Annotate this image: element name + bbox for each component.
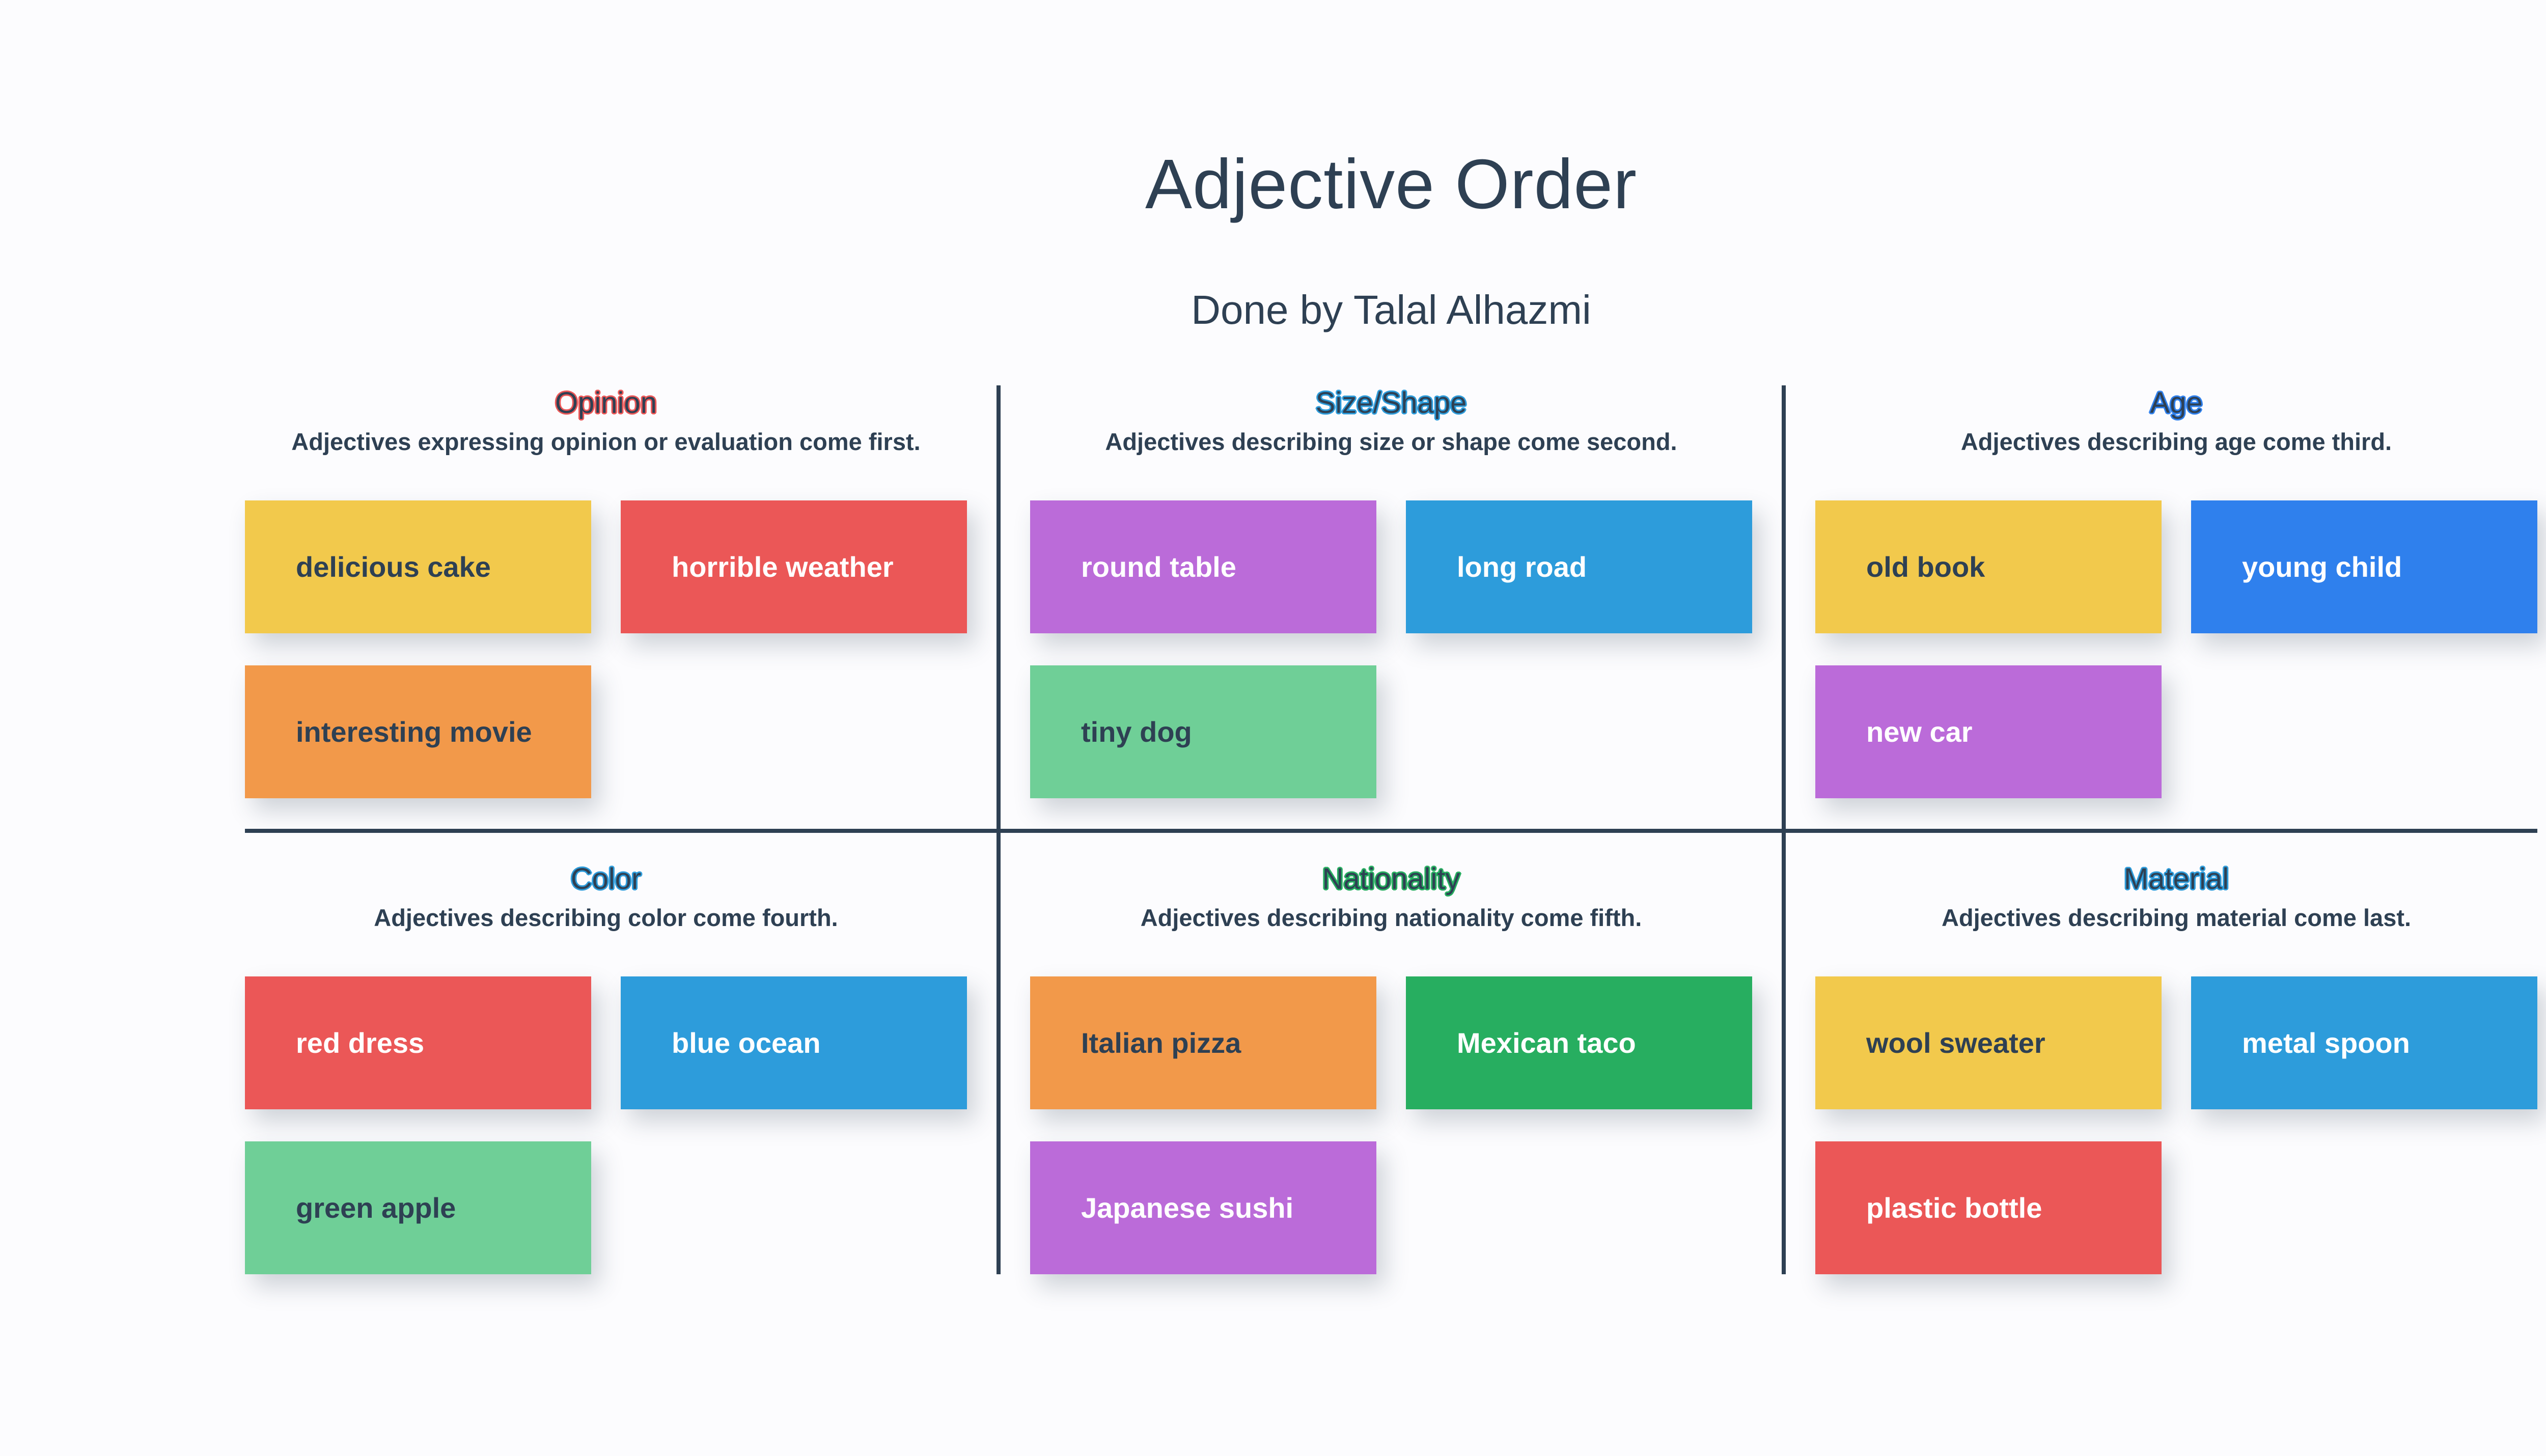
grid-row-bottom: Color Adjectives describing color come f…: [245, 833, 2537, 1274]
section-material: Material Adjectives describing material …: [1815, 861, 2537, 1274]
adjective-card: red dress: [245, 976, 591, 1109]
section-description: Adjectives expressing opinion or evaluat…: [291, 428, 921, 456]
section-title: Opinion: [555, 386, 657, 419]
page-title: Adjective Order: [1145, 145, 1638, 223]
adjective-card-label: metal spoon: [2242, 1026, 2410, 1059]
adjective-card: Japanese sushi: [1030, 1141, 1376, 1274]
adjective-order-grid: Opinion Adjectives expressing opinion or…: [245, 385, 2537, 1274]
vertical-divider-1: [997, 385, 1001, 1274]
grid-row-top: Opinion Adjectives expressing opinion or…: [245, 385, 2537, 829]
adjective-card-label: horrible weather: [672, 550, 894, 583]
section-title: Size/Shape: [1315, 386, 1467, 419]
adjective-card-label: Italian pizza: [1081, 1026, 1241, 1059]
adjective-card-label: long road: [1457, 550, 1587, 583]
adjective-card: tiny dog: [1030, 665, 1376, 798]
section-age: Age Adjectives describing age come third…: [1815, 385, 2537, 829]
adjective-card: young child: [2191, 500, 2537, 633]
adjective-card: Mexican taco: [1406, 976, 1752, 1109]
page-subtitle: Done by Talal Alhazmi: [1191, 287, 1591, 332]
section-cards: delicious cake horrible weather interest…: [245, 500, 967, 798]
adjective-card: metal spoon: [2191, 976, 2537, 1109]
adjective-card-label: young child: [2242, 550, 2402, 583]
adjective-card-label: round table: [1081, 550, 1236, 583]
adjective-card: interesting movie: [245, 665, 591, 798]
adjective-card-label: wool sweater: [1866, 1026, 2045, 1059]
adjective-card-label: plastic bottle: [1866, 1191, 2042, 1224]
adjective-card-label: red dress: [296, 1026, 425, 1059]
adjective-card: round table: [1030, 500, 1376, 633]
section-description: Adjectives describing color come fourth.: [374, 904, 838, 932]
section-title: Material: [2123, 862, 2229, 895]
section-nationality: Nationality Adjectives describing nation…: [1030, 861, 1752, 1274]
horizontal-divider: [245, 828, 2537, 833]
section-cards: round table long road tiny dog: [1030, 500, 1752, 798]
adjective-card-label: old book: [1866, 550, 1985, 583]
adjective-card: delicious cake: [245, 500, 591, 633]
section-cards: Italian pizza Mexican taco Japanese sush…: [1030, 976, 1752, 1274]
section-description: Adjectives describing material come last…: [1941, 904, 2412, 932]
adjective-card: plastic bottle: [1815, 1141, 2162, 1274]
vertical-divider-2: [1782, 385, 1786, 1274]
section-title: Color: [570, 862, 642, 895]
section-description: Adjectives describing nationality come f…: [1140, 904, 1642, 932]
adjective-card: wool sweater: [1815, 976, 2162, 1109]
adjective-card-label: blue ocean: [672, 1026, 821, 1059]
section-cards: wool sweater metal spoon plastic bottle: [1815, 976, 2537, 1274]
adjective-card-label: green apple: [296, 1191, 456, 1224]
section-cards: old book young child new car: [1815, 500, 2537, 798]
adjective-card: old book: [1815, 500, 2162, 633]
adjective-card: long road: [1406, 500, 1752, 633]
adjective-card: new car: [1815, 665, 2162, 798]
section-size-shape: Size/Shape Adjectives describing size or…: [1030, 385, 1752, 829]
adjective-card-label: delicious cake: [296, 550, 491, 583]
section-opinion: Opinion Adjectives expressing opinion or…: [245, 385, 967, 829]
adjective-card: Italian pizza: [1030, 976, 1376, 1109]
adjective-card: horrible weather: [621, 500, 967, 633]
adjective-card-label: Japanese sushi: [1081, 1191, 1294, 1224]
section-color: Color Adjectives describing color come f…: [245, 861, 967, 1274]
section-description: Adjectives describing size or shape come…: [1105, 428, 1677, 456]
adjective-card-label: interesting movie: [296, 715, 532, 748]
section-title: Age: [2150, 386, 2203, 419]
adjective-card: green apple: [245, 1141, 591, 1274]
section-title: Nationality: [1322, 862, 1460, 895]
adjective-card-label: new car: [1866, 715, 1973, 748]
adjective-card: blue ocean: [621, 976, 967, 1109]
section-cards: red dress blue ocean green apple: [245, 976, 967, 1274]
adjective-card-label: Mexican taco: [1457, 1026, 1636, 1059]
section-description: Adjectives describing age come third.: [1960, 428, 2392, 456]
adjective-card-label: tiny dog: [1081, 715, 1192, 748]
